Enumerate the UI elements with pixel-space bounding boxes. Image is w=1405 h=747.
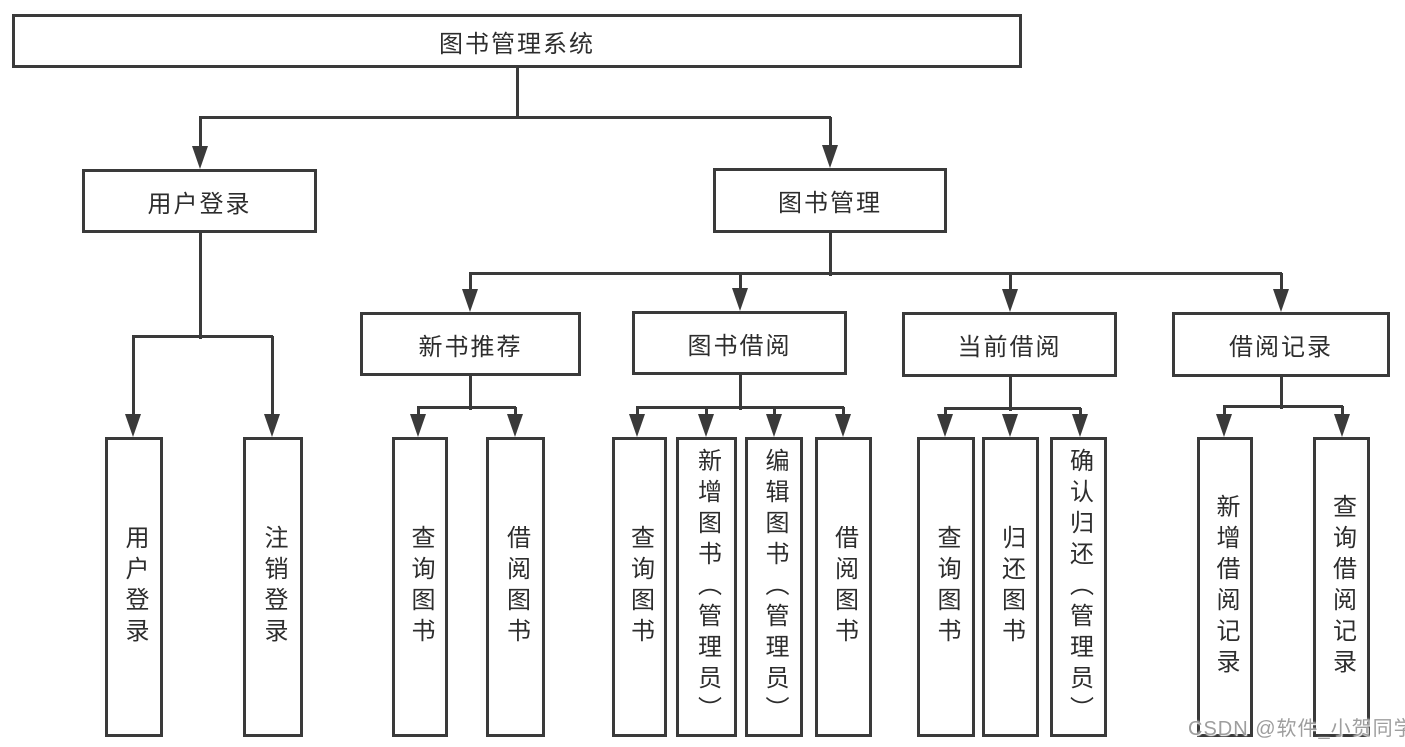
connector-line (1280, 273, 1283, 299)
node-current-borrow: 当前借阅 (902, 312, 1117, 377)
node-leaf-user-login: 用户登录 (105, 437, 163, 737)
node-leaf-return-book: 归还图书 (982, 437, 1039, 737)
node-label: 借阅图书 (502, 525, 530, 649)
arrowhead-down-icon (1072, 414, 1088, 437)
connector-line (1280, 377, 1283, 409)
node-label: 查询图书 (407, 525, 434, 649)
connector-line (1223, 405, 1343, 408)
connector-line (944, 407, 1081, 410)
arrowhead-down-icon (410, 414, 426, 437)
arrowhead-down-icon (629, 414, 645, 437)
connector-line (739, 375, 742, 410)
arrowhead-down-icon (462, 289, 478, 312)
connector-line (199, 233, 202, 339)
connector-line (829, 117, 832, 154)
node-label: 新增借阅记录 (1212, 494, 1239, 680)
arrowhead-down-icon (1273, 289, 1289, 312)
arrowhead-down-icon (507, 414, 523, 437)
connector-line (199, 117, 202, 155)
arrowhead-down-icon (1002, 414, 1018, 437)
node-leaf-query-book-2: 查询图书 (612, 437, 667, 737)
node-leaf-add-book: 新增图书（管理员） (676, 437, 737, 737)
node-book-mgmt: 图书管理 (713, 168, 947, 233)
node-label: 查询图书 (933, 525, 960, 649)
arrowhead-down-icon (698, 414, 714, 437)
node-label: 查询图书 (626, 525, 654, 649)
node-label: 借阅记录 (1229, 334, 1333, 361)
connector-line (1009, 377, 1012, 411)
node-leaf-query-book-1: 查询图书 (392, 437, 448, 737)
connector-line (469, 273, 472, 299)
connector-line (132, 335, 273, 338)
node-leaf-query-record: 查询借阅记录 (1313, 437, 1370, 737)
node-leaf-borrow-book-2: 借阅图书 (815, 437, 872, 737)
node-label: 新书推荐 (418, 333, 523, 361)
node-leaf-logout: 注销登录 (243, 437, 303, 737)
node-label: 新增图书（管理员） (693, 447, 721, 727)
arrowhead-down-icon (822, 145, 838, 168)
node-label: 查询借阅记录 (1328, 494, 1356, 680)
connector-line (1009, 273, 1012, 299)
arrowhead-down-icon (1334, 414, 1350, 437)
connector-line (417, 406, 516, 409)
connector-line (829, 233, 832, 276)
node-label: 用户登录 (147, 190, 252, 218)
node-label: 图书管理系统 (439, 30, 595, 58)
connector-line (271, 336, 274, 424)
connector-line (739, 273, 742, 298)
connector-line (469, 272, 1282, 275)
node-leaf-borrow-book-1: 借阅图书 (486, 437, 545, 737)
arrowhead-down-icon (125, 414, 141, 437)
connector-line (469, 376, 472, 410)
node-label: 借阅图书 (830, 525, 858, 649)
arrowhead-down-icon (835, 414, 851, 437)
watermark: CSDN @软件_小贺同学 (1188, 718, 1405, 740)
node-leaf-add-record: 新增借阅记录 (1197, 437, 1253, 737)
node-label: 归还图书 (997, 525, 1025, 649)
arrowhead-down-icon (264, 414, 280, 437)
arrowhead-down-icon (1216, 414, 1232, 437)
node-leaf-confirm-return: 确认归还（管理员） (1050, 437, 1107, 737)
connector-line (132, 336, 135, 424)
node-book-borrow: 图书借阅 (632, 311, 847, 375)
node-label: 编辑图书（管理员） (761, 447, 788, 727)
arrowhead-down-icon (1002, 289, 1018, 312)
node-label: 确认归还（管理员） (1065, 447, 1093, 727)
connector-line (199, 116, 831, 119)
node-leaf-query-book-3: 查询图书 (917, 437, 975, 737)
node-root: 图书管理系统 (12, 14, 1022, 68)
node-borrow-record: 借阅记录 (1172, 312, 1390, 377)
node-label: 用户登录 (121, 525, 148, 649)
node-leaf-edit-book: 编辑图书（管理员） (745, 437, 803, 737)
arrowhead-down-icon (192, 146, 208, 169)
arrowhead-down-icon (766, 414, 782, 437)
node-new-book-rec: 新书推荐 (360, 312, 581, 376)
arrowhead-down-icon (937, 414, 953, 437)
node-user-login: 用户登录 (82, 169, 317, 233)
node-label: 注销登录 (260, 525, 287, 649)
node-label: 图书管理 (778, 190, 882, 217)
node-label: 图书借阅 (687, 332, 792, 360)
connector-line (516, 68, 519, 117)
arrowhead-down-icon (732, 288, 748, 311)
node-label: 当前借阅 (957, 334, 1062, 361)
